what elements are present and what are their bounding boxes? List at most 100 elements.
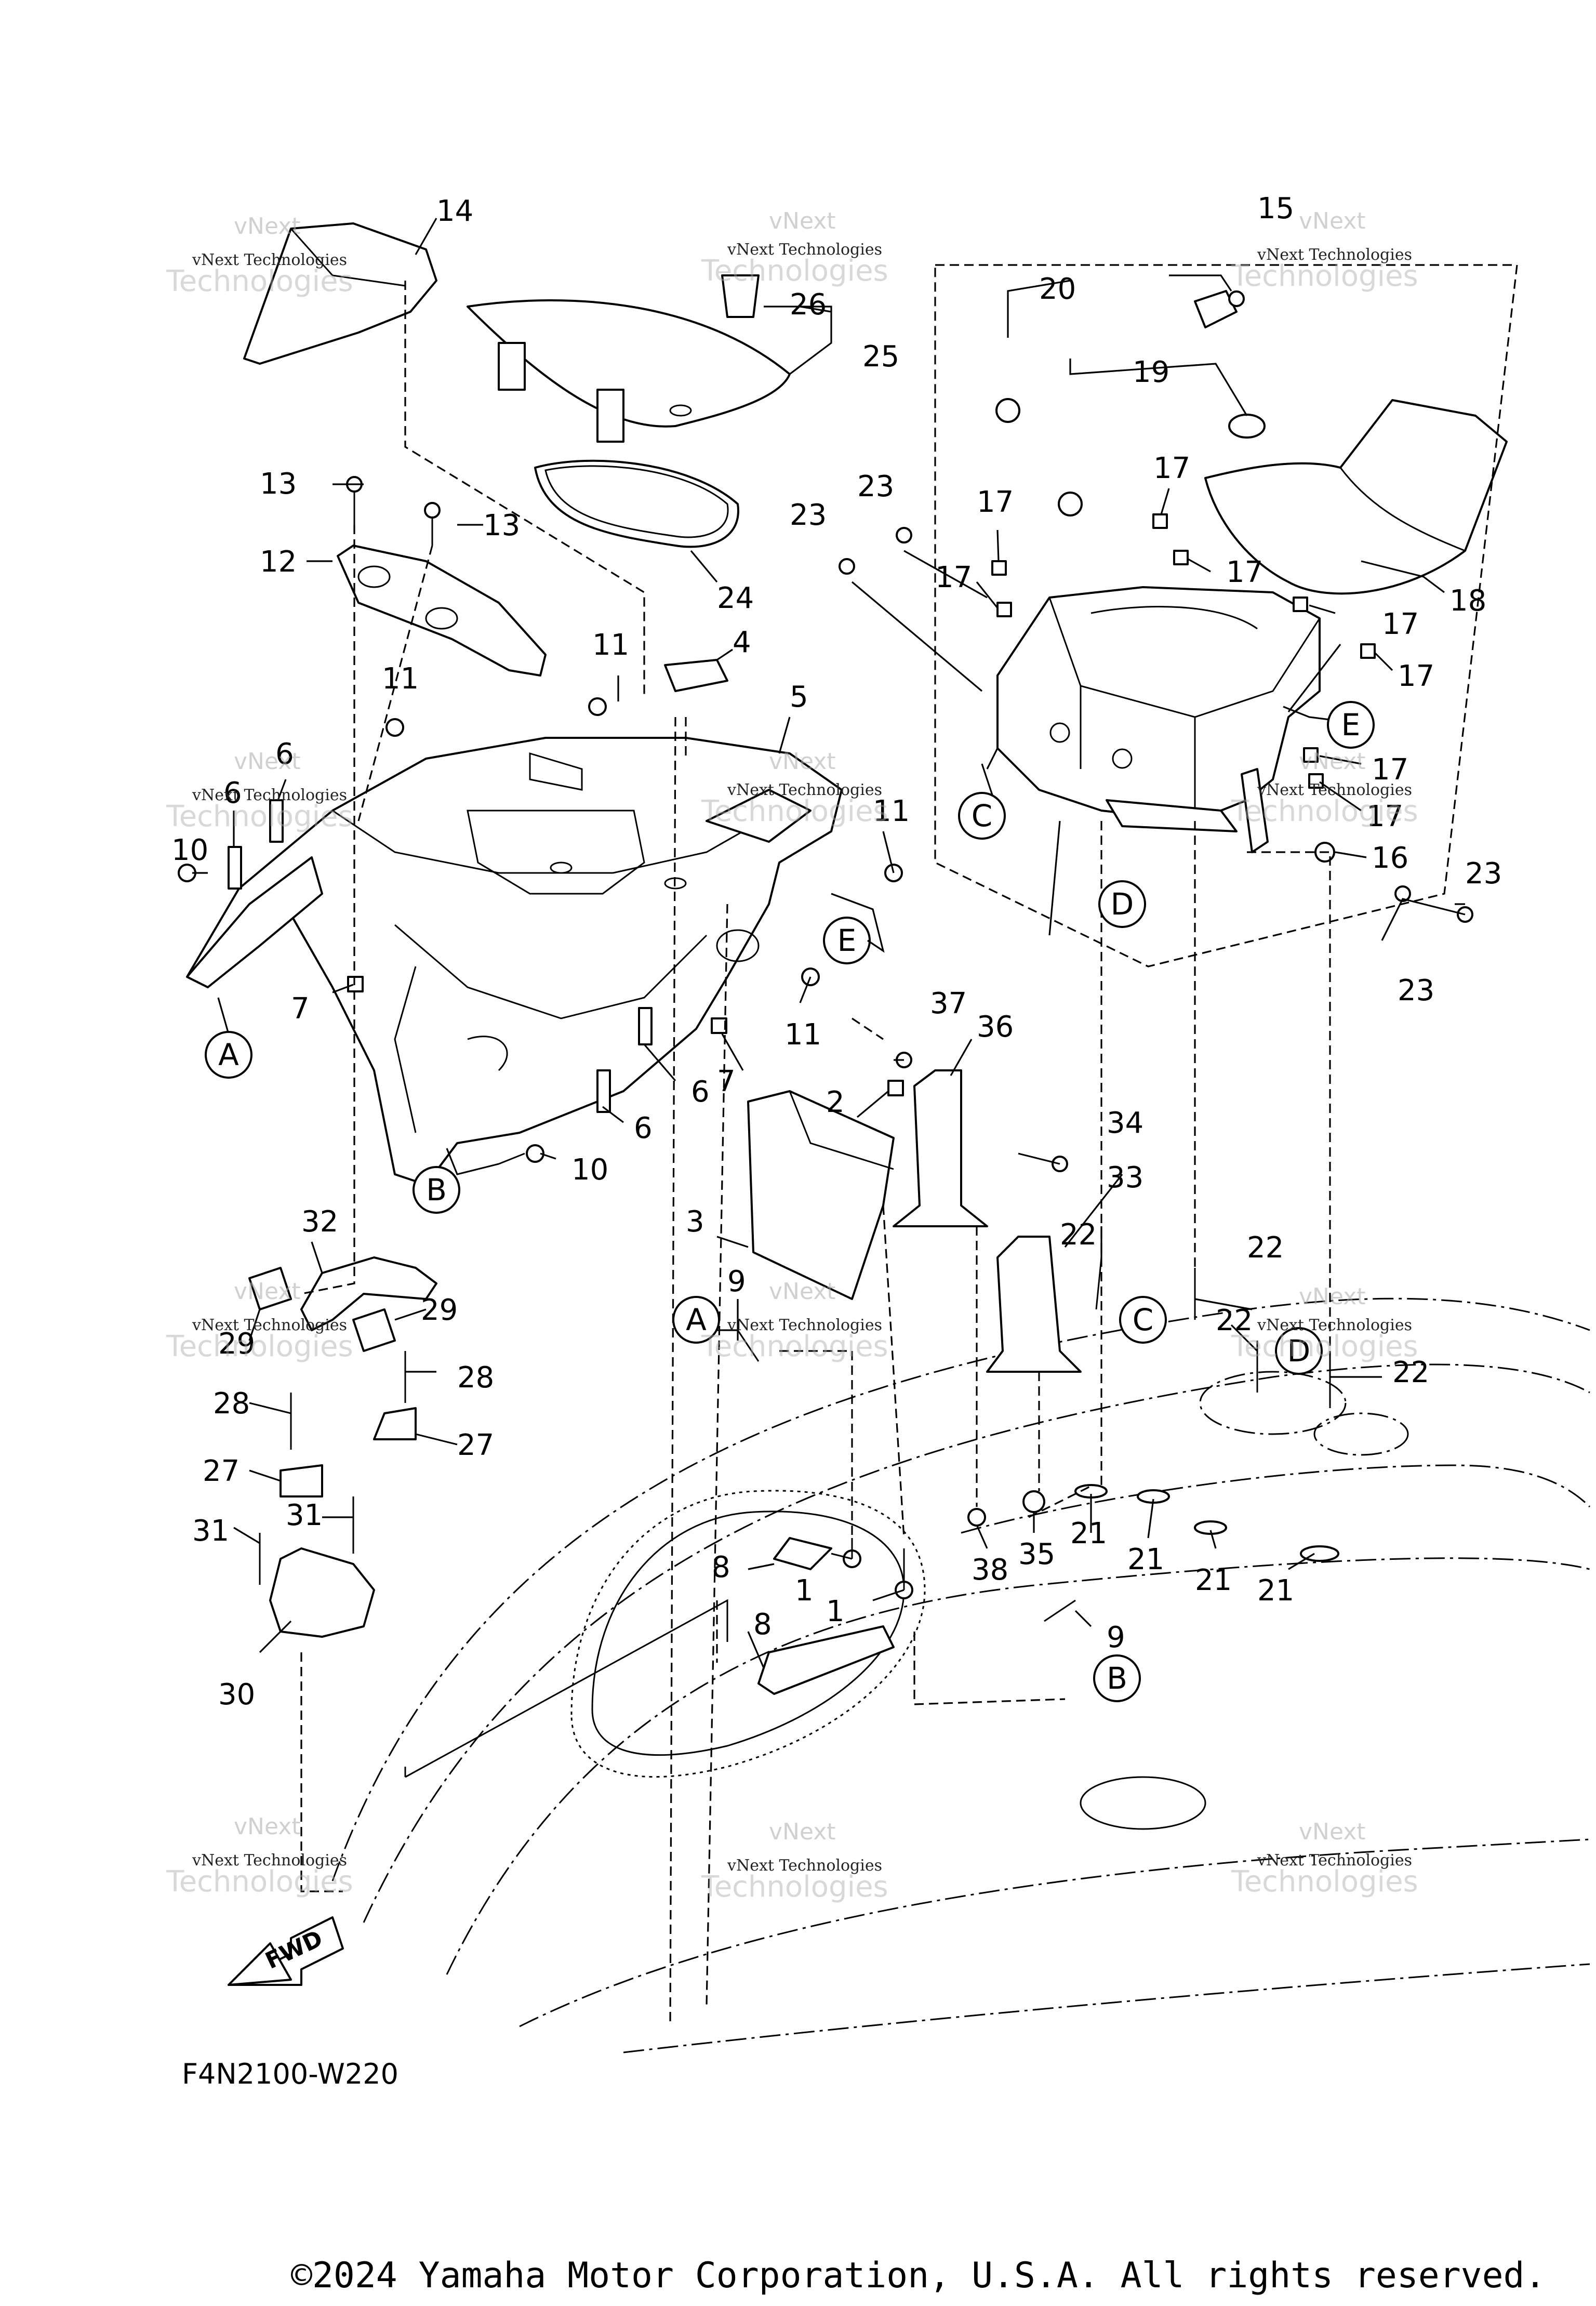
label-17g: 17 — [1372, 753, 1408, 787]
svg-text:Technologies: Technologies — [1231, 794, 1418, 828]
part-20-rings — [995, 398, 1083, 516]
fwd-arrow: FWD — [228, 1916, 344, 1986]
label-14: 14 — [436, 194, 473, 228]
label-3: 3 — [686, 1205, 704, 1239]
part-19-plug — [1228, 414, 1266, 439]
callout-a-left: A — [205, 1031, 252, 1079]
callout-d-upper: D — [1098, 880, 1146, 928]
svg-text:vNext: vNext — [769, 748, 836, 775]
callout-d-mid: D — [1275, 1327, 1323, 1375]
label-13a: 13 — [260, 467, 297, 501]
label-17a: 17 — [977, 485, 1014, 519]
storage-bin-assembly — [996, 586, 1321, 853]
svg-text:E: E — [837, 923, 857, 958]
callout-a-mid: A — [672, 1296, 720, 1344]
svg-text:A: A — [686, 1302, 707, 1337]
label-37: 37 — [930, 987, 967, 1021]
label-17c: 17 — [1153, 452, 1190, 485]
svg-text:vNext: vNext — [1299, 1819, 1366, 1845]
part-30-cover — [269, 1547, 375, 1638]
svg-text:Technologies: Technologies — [701, 1870, 888, 1904]
svg-text:Technologies: Technologies — [166, 800, 353, 833]
label-23b: 23 — [790, 498, 827, 532]
svg-text:vNext Technologies: vNext Technologies — [192, 251, 347, 269]
label-29b: 29 — [218, 1327, 255, 1361]
part-labels: 14 26 25 24 15 20 19 18 13 13 12 11 11 1… — [171, 192, 1502, 1712]
svg-text:Technologies: Technologies — [1231, 1330, 1418, 1363]
label-7b: 7 — [717, 1065, 736, 1098]
label-23d: 23 — [1398, 974, 1434, 1008]
svg-text:vNext Technologies: vNext Technologies — [1257, 781, 1412, 799]
svg-text:E: E — [1341, 707, 1361, 743]
part-29-clips — [248, 1267, 396, 1352]
assembly-lines — [300, 264, 1518, 2027]
callout-b-lower: B — [1093, 1654, 1141, 1702]
svg-text:vNext Technologies: vNext Technologies — [1257, 1316, 1412, 1334]
svg-text:vNext: vNext — [234, 1278, 301, 1305]
label-11a: 11 — [592, 628, 629, 662]
callout-c-upper: C — [958, 792, 1006, 840]
part-3-box — [747, 1090, 895, 1300]
svg-text:A: A — [218, 1037, 239, 1072]
svg-text:Technologies: Technologies — [166, 264, 353, 298]
svg-text:C: C — [972, 798, 993, 833]
label-11b: 11 — [382, 662, 419, 696]
svg-text:D: D — [1111, 886, 1134, 922]
svg-text:vNext Technologies: vNext Technologies — [1257, 246, 1412, 264]
label-1a: 1 — [795, 1574, 814, 1608]
leader-lines — [192, 218, 1466, 1668]
label-33: 33 — [1107, 1161, 1143, 1195]
label-36: 36 — [977, 1010, 1014, 1044]
label-15: 15 — [1257, 192, 1294, 226]
label-12: 12 — [260, 545, 297, 579]
callout-e-right: E — [1327, 701, 1375, 749]
label-1b: 1 — [826, 1595, 845, 1628]
svg-text:vNext: vNext — [234, 1813, 301, 1840]
label-28b: 28 — [213, 1387, 250, 1421]
label-21c: 21 — [1195, 1563, 1232, 1597]
label-21d: 21 — [1257, 1574, 1294, 1608]
label-17b: 17 — [935, 561, 972, 594]
svg-text:D: D — [1287, 1333, 1311, 1369]
label-21a: 21 — [1070, 1517, 1107, 1550]
svg-text:B: B — [426, 1172, 447, 1208]
label-8b: 8 — [753, 1608, 772, 1641]
label-4: 4 — [733, 626, 751, 659]
svg-text:vNext: vNext — [234, 748, 301, 775]
label-6a: 6 — [275, 737, 294, 771]
svg-text:vNext Technologies: vNext Technologies — [727, 1316, 882, 1334]
diagram-code: F4N2100-W220 — [182, 2058, 398, 2090]
svg-text:vNext Technologies: vNext Technologies — [727, 1857, 882, 1875]
svg-text:vNext: vNext — [769, 1278, 836, 1305]
svg-text:vNext Technologies: vNext Technologies — [192, 1316, 347, 1334]
part-32-bracket — [300, 1256, 437, 1331]
label-23c: 23 — [1465, 857, 1502, 891]
part-36-boot — [893, 1069, 988, 1227]
part-26-latch — [721, 274, 760, 318]
label-9b: 9 — [1107, 1621, 1125, 1654]
part-4-cap — [664, 659, 728, 692]
svg-text:Technologies: Technologies — [701, 254, 888, 288]
label-22c: 22 — [1216, 1304, 1253, 1337]
part-33-boot — [986, 1236, 1082, 1373]
label-34: 34 — [1107, 1106, 1143, 1140]
svg-text:Technologies: Technologies — [1231, 259, 1418, 293]
label-17f: 17 — [1398, 659, 1434, 693]
part-15-switch — [1194, 290, 1245, 328]
label-21b: 21 — [1127, 1543, 1164, 1576]
label-30: 30 — [218, 1678, 255, 1712]
part-18-tray — [1204, 399, 1508, 595]
label-18: 18 — [1449, 584, 1486, 618]
svg-text:B: B — [1107, 1661, 1127, 1696]
label-6b: 6 — [223, 776, 242, 810]
label-35: 35 — [1018, 1538, 1055, 1571]
svg-text:vNext: vNext — [1299, 748, 1366, 775]
label-6d: 6 — [634, 1111, 653, 1145]
svg-text:vNext Technologies: vNext Technologies — [192, 1851, 347, 1870]
